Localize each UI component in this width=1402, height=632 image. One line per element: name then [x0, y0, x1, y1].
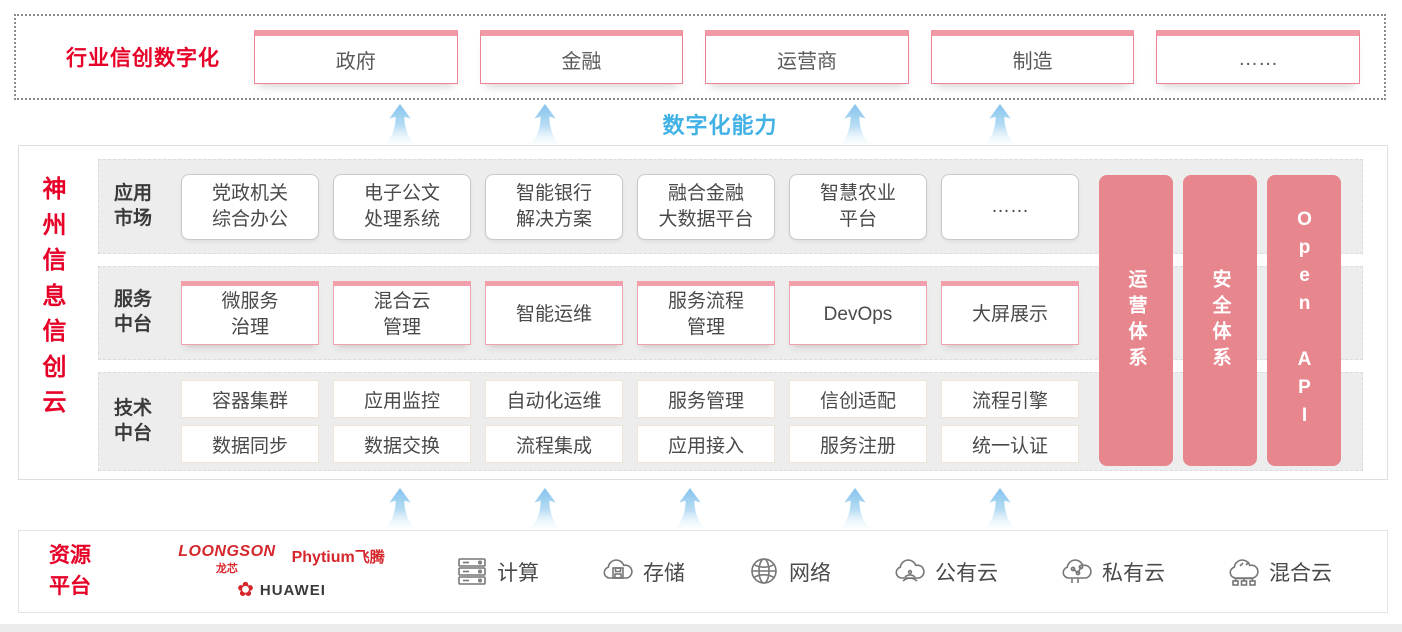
row-service-platform-label: 服务 中台	[114, 289, 153, 335]
vendor-logos: LOONGSON 龙芯 Phytium飞腾 ✿ HUAWEI	[149, 543, 414, 600]
service-item-devops[interactable]: DevOps	[789, 281, 927, 345]
huawei-wordmark: HUAWEI	[259, 581, 326, 599]
up-arrow-icon	[985, 103, 1015, 145]
row-app-market-label: 应用 市场	[114, 182, 153, 229]
industry-item-government[interactable]: 政府	[254, 30, 458, 84]
resource-panel: 资源 平台 LOONGSON 龙芯 Phytium飞腾 ✿ HUAWEI 计算 …	[18, 530, 1388, 613]
industry-item-operator[interactable]: 运营商	[705, 30, 909, 84]
tech-item-service-registry[interactable]: 服务注册	[789, 425, 927, 463]
resource-item-compute: 计算	[454, 556, 539, 588]
platform-panel: 神州信息信创云 应用 市场 党政机关 综合办公 电子公文 处理系统 智能银行 解…	[18, 145, 1388, 480]
platform-title: 神州信息信创云	[42, 176, 67, 417]
service-item-smart-ops[interactable]: 智能运维	[485, 281, 623, 345]
industry-list: 政府 金融 运营商 制造 ……	[254, 30, 1360, 84]
loongson-cn-label: 龙芯	[215, 563, 238, 575]
industry-band-title: 行业信创数字化	[66, 47, 220, 70]
app-item-more[interactable]: ……	[941, 173, 1079, 240]
resource-item-label: 存储	[643, 561, 685, 585]
huawei-logo: ✿ HUAWEI	[237, 580, 326, 600]
up-arrow-icon	[385, 103, 415, 145]
tech-items-row2: 数据同步 数据交换 流程集成 应用接入 服务注册 统一认证	[181, 425, 1079, 463]
app-item-finance-bigdata[interactable]: 融合金融 大数据平台	[637, 173, 775, 240]
resource-item-label: 私有云	[1102, 561, 1165, 585]
service-item-microservice[interactable]: 微服务 治理	[181, 281, 319, 345]
tech-item-data-sync[interactable]: 数据同步	[181, 425, 319, 463]
industry-item-finance[interactable]: 金融	[479, 30, 684, 84]
app-item-smart-agriculture[interactable]: 智慧农业 平台	[789, 173, 927, 240]
resource-item-label: 混合云	[1269, 561, 1332, 585]
resource-items: 计算 存储 网络 公有云 私有云 混合云	[454, 556, 1332, 588]
bar-operations-system-label: 运营体系	[1125, 268, 1147, 373]
compute-icon	[458, 557, 486, 585]
resource-item-label: 网络	[789, 561, 831, 585]
service-items: 微服务 治理 混合云 管理 智能运维 服务流程 管理 DevOps 大屏展示	[181, 281, 1079, 345]
loongson-wordmark: LOONGSON	[178, 543, 276, 560]
service-item-service-process[interactable]: 服务流程 管理	[637, 281, 775, 345]
tech-item-app-access[interactable]: 应用接入	[637, 425, 775, 463]
app-item-gov-office[interactable]: 党政机关 综合办公	[181, 173, 319, 240]
tech-item-auto-ops[interactable]: 自动化运维	[485, 380, 623, 418]
side-bars: 运营体系 安全体系 Open API	[1099, 175, 1341, 466]
phytium-cn-label: 飞腾	[354, 549, 385, 566]
tech-item-app-monitoring[interactable]: 应用监控	[333, 380, 471, 418]
bar-operations-system[interactable]: 运营体系	[1099, 175, 1173, 466]
resource-item-label: 计算	[497, 561, 539, 585]
up-arrow-icon	[840, 487, 870, 529]
service-item-hybrid-cloud-mgmt[interactable]: 混合云 管理	[333, 281, 471, 345]
up-arrow-icon	[985, 487, 1015, 529]
tech-item-data-exchange[interactable]: 数据交换	[333, 425, 471, 463]
phytium-logo: Phytium飞腾	[292, 546, 385, 567]
bar-security-system-label: 安全体系	[1209, 268, 1231, 373]
network-icon	[751, 557, 777, 584]
industry-item-more[interactable]: ……	[1156, 30, 1360, 84]
bar-open-api[interactable]: Open API	[1267, 175, 1341, 466]
bottom-divider	[0, 624, 1402, 632]
up-arrow-icon	[840, 103, 870, 145]
hybrid-cloud-icon	[1226, 556, 1262, 588]
row-tech-platform-label: 技术 中台	[114, 397, 153, 444]
phytium-wordmark: Phytium	[291, 549, 355, 566]
resource-item-network: 网络	[746, 556, 831, 588]
storage-icon	[600, 556, 636, 588]
huawei-flower-icon: ✿	[237, 579, 254, 601]
tech-item-xinchuang-adapt[interactable]: 信创适配	[789, 380, 927, 418]
tech-item-process-integration[interactable]: 流程集成	[485, 425, 623, 463]
bar-security-system[interactable]: 安全体系	[1183, 175, 1257, 466]
loongson-logo: LOONGSON 龙芯	[178, 543, 275, 576]
industry-item-manufacturing[interactable]: 制造	[930, 30, 1135, 84]
resource-item-hybrid-cloud: 混合云	[1226, 556, 1332, 588]
up-arrow-icon	[385, 487, 415, 529]
resource-item-public-cloud: 公有云	[892, 556, 998, 588]
app-item-smart-banking[interactable]: 智能银行 解决方案	[485, 173, 623, 240]
tech-item-process-engine[interactable]: 流程引擎	[941, 380, 1079, 418]
up-arrow-icon	[530, 103, 560, 145]
private-cloud-icon	[1059, 556, 1095, 588]
bar-open-api-label: Open API	[1294, 208, 1315, 433]
capability-label: 数字化能力	[662, 113, 778, 138]
public-cloud-icon	[892, 556, 928, 588]
service-item-dashboard[interactable]: 大屏展示	[941, 281, 1079, 345]
resource-item-private-cloud: 私有云	[1059, 556, 1165, 588]
up-arrow-icon	[530, 487, 560, 529]
app-item-edoc-system[interactable]: 电子公文 处理系统	[333, 173, 471, 240]
tech-item-container-cluster[interactable]: 容器集群	[181, 380, 319, 418]
resource-item-label: 公有云	[935, 561, 998, 585]
app-market-items: 党政机关 综合办公 电子公文 处理系统 智能银行 解决方案 融合金融 大数据平台…	[181, 173, 1079, 240]
resource-panel-title: 资源 平台	[49, 544, 91, 598]
resource-item-storage: 存储	[600, 556, 685, 588]
tech-items: 容器集群 应用监控 自动化运维 服务管理 信创适配 流程引擎 数据同步 数据交换…	[181, 380, 1079, 463]
up-arrow-icon	[675, 487, 705, 529]
industry-band: 行业信创数字化 政府 金融 运营商 制造 ……	[14, 14, 1386, 100]
tech-item-service-mgmt[interactable]: 服务管理	[637, 380, 775, 418]
tech-item-unified-auth[interactable]: 统一认证	[941, 425, 1079, 463]
tech-items-row1: 容器集群 应用监控 自动化运维 服务管理 信创适配 流程引擎	[181, 380, 1079, 418]
